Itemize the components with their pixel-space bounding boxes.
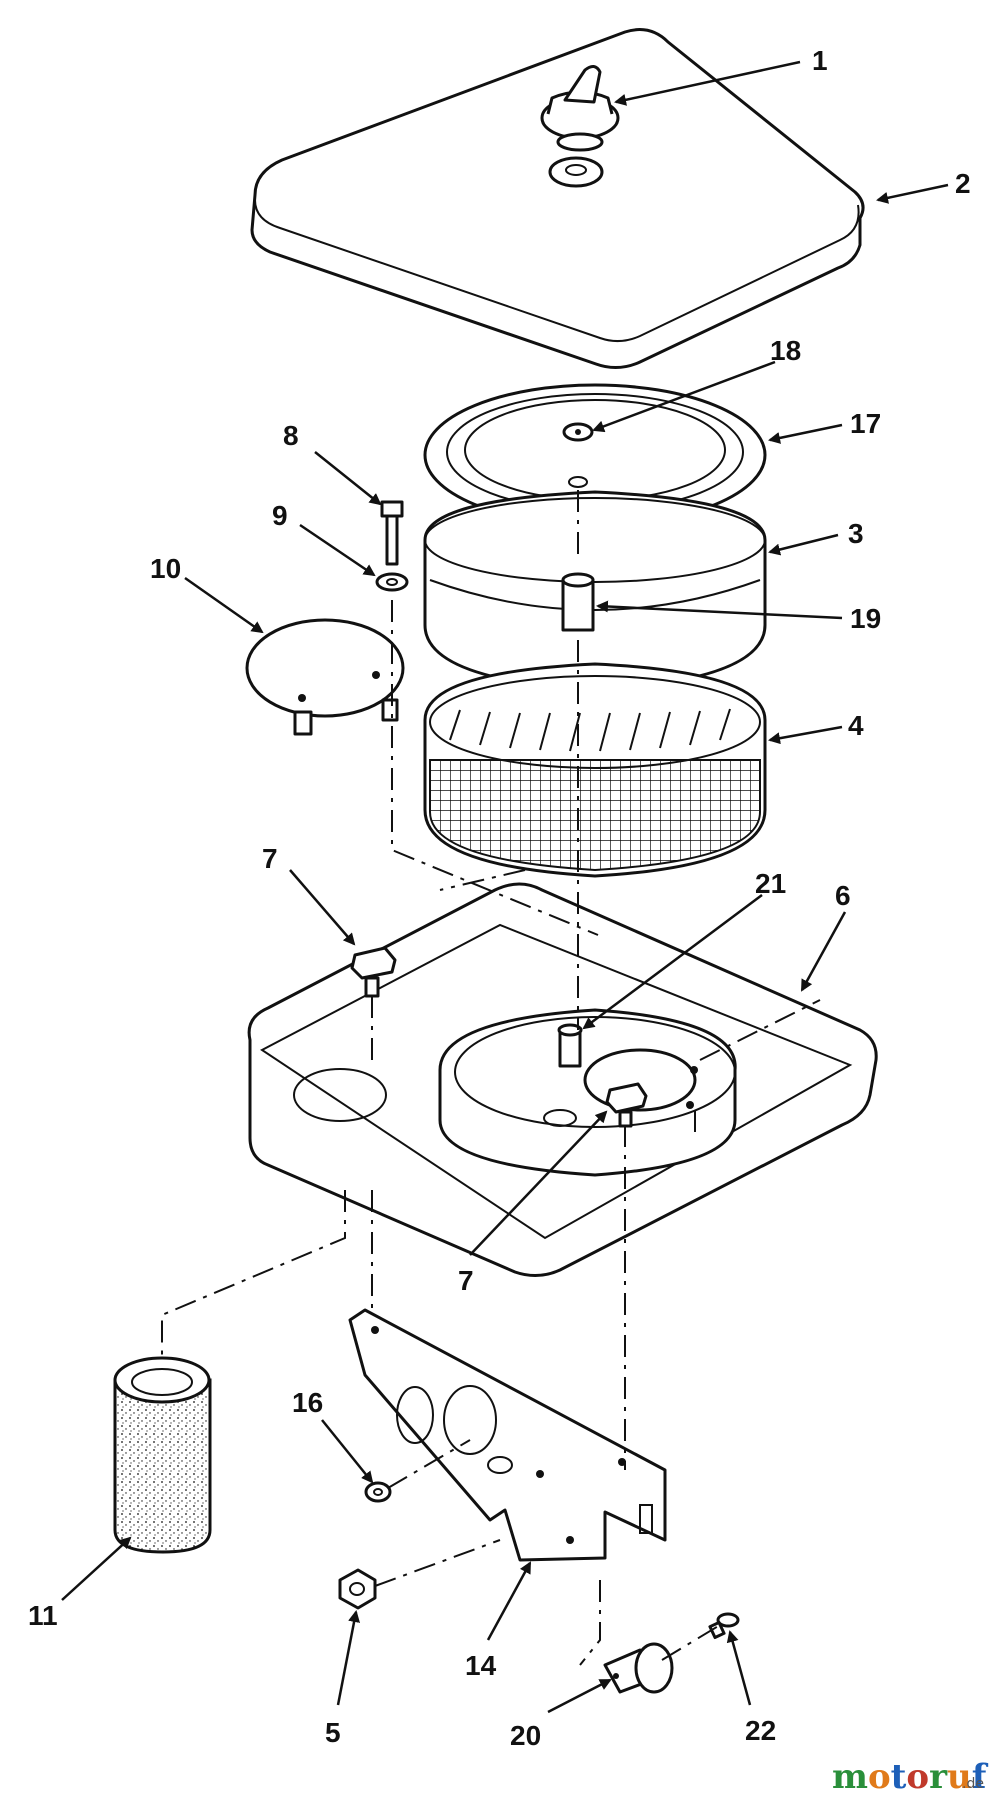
- callout-9: 9: [272, 500, 288, 531]
- svg-text:motoruf: motoruf: [832, 1757, 989, 1797]
- callout-8: 8: [283, 420, 299, 451]
- clamp-screw: [708, 1612, 740, 1640]
- hose-clamp: [603, 1642, 674, 1694]
- callout-5: 5: [325, 1717, 341, 1748]
- callout-4: 4: [848, 710, 864, 741]
- lock-washer: [364, 1481, 392, 1503]
- hex-nut: [338, 1568, 377, 1610]
- bolt: [380, 500, 404, 566]
- base-pan: [247, 882, 878, 1277]
- cover-plate: [245, 618, 405, 736]
- base-stud: [557, 1023, 583, 1068]
- callout-17: 17: [850, 408, 881, 439]
- spacer-tube: [561, 572, 595, 632]
- grommet: [562, 422, 594, 488]
- callout-7a: 7: [262, 843, 278, 874]
- callout-22: 22: [745, 1715, 776, 1746]
- pre-cleaner: [423, 490, 767, 692]
- watermark-logo: motoruf .de: [832, 1757, 989, 1797]
- callout-18: 18: [770, 335, 801, 366]
- foam-sleeve: [113, 1356, 212, 1554]
- watermark-suffix: .de: [962, 1776, 984, 1792]
- callout-7b: 7: [458, 1265, 474, 1296]
- callout-labels: 1 2 18 17 8 3 9 10 19 4 7 21 6 7 16 11 1…: [28, 45, 971, 1751]
- callout-14: 14: [465, 1650, 497, 1681]
- callout-20: 20: [510, 1720, 541, 1751]
- callout-16: 16: [292, 1387, 323, 1418]
- callout-2: 2: [955, 168, 971, 199]
- wing-knob: [540, 65, 620, 188]
- callout-11: 11: [28, 1600, 58, 1631]
- filter-element: [423, 662, 767, 878]
- callout-6: 6: [835, 880, 851, 911]
- callout-21: 21: [755, 868, 786, 899]
- callout-10: 10: [150, 553, 181, 584]
- mounting-bracket: [348, 1308, 667, 1562]
- callout-19: 19: [850, 603, 881, 634]
- callout-3: 3: [848, 518, 864, 549]
- leader-arrows: [61, 60, 949, 1714]
- callout-1: 1: [812, 45, 828, 76]
- cover: [250, 28, 865, 369]
- washer: [375, 572, 409, 592]
- assembly-lines: [161, 490, 821, 1666]
